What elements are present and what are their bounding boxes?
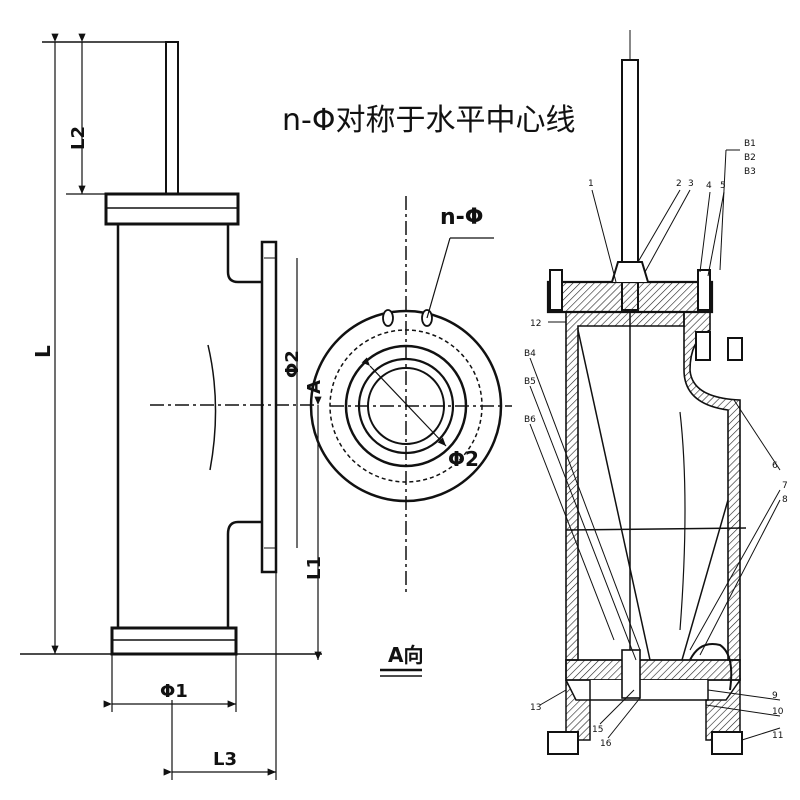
callout-b2: B2 [744,153,756,163]
dim-L-label: L [31,345,55,358]
callout-10: 10 [772,707,784,717]
title-text: n-Φ对称于水平中心线 [282,103,575,138]
left-elevation-view [20,33,322,780]
a-view-label: A向 [388,643,423,667]
callout-b1: B1 [744,139,756,149]
callout-11: 11 [772,731,783,741]
callout-8: 8 [782,495,788,505]
callout-13: 13 [530,703,541,713]
callout-16: 16 [600,739,612,749]
callout-15: 15 [592,725,603,735]
callout-4: 4 [706,181,712,191]
callout-12: 12 [530,319,541,329]
callout-9: 9 [772,691,778,701]
dim-L2-label: L2 [68,126,89,150]
callout-b3: B3 [744,167,756,177]
dim-phi2-end-label: Φ2 [448,447,479,471]
callout-b6: B6 [524,415,536,425]
callout-b4: B4 [524,349,536,359]
hole-label: n-Φ [440,205,484,230]
callout-5: 5 [720,181,726,191]
a-direction-view [309,196,512,677]
dim-L1-label: L1 [304,556,325,580]
section-view [529,30,781,755]
callout-6: 6 [772,461,778,471]
callout-2: 2 [676,179,682,189]
callout-7: 7 [782,481,788,491]
marker-A-label: A [304,380,325,394]
callout-3: 3 [688,179,694,189]
dim-phi2-side-label: Φ2 [282,350,303,378]
dim-phi1-label: Φ1 [160,681,188,702]
callout-1: 1 [588,179,594,189]
dim-L3-label: L3 [213,749,237,770]
callout-b5: B5 [524,377,536,387]
